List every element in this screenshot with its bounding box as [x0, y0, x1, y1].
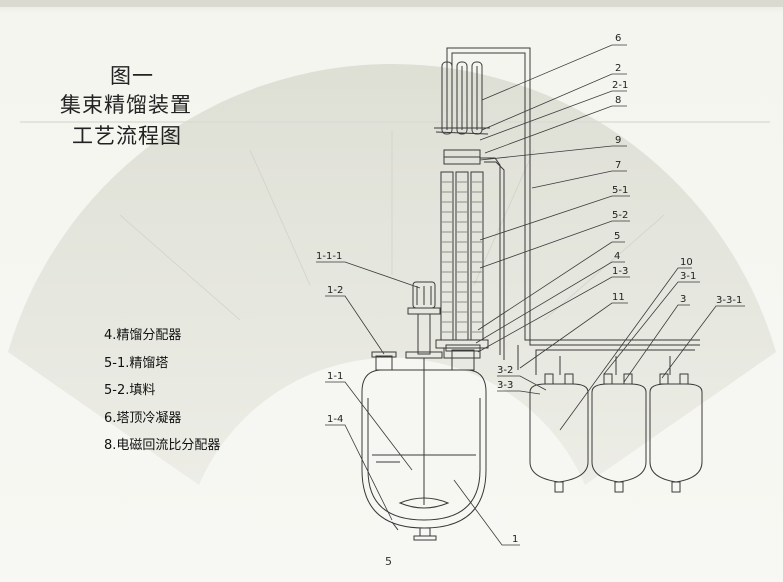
title-line-1: 图一	[110, 64, 154, 88]
callout-3-1: 3-1	[680, 271, 696, 282]
callout-9: 9	[615, 135, 621, 146]
callout-5: 5	[614, 231, 620, 242]
callout-3: 3	[680, 294, 686, 305]
header-band	[0, 0, 783, 7]
legend-item: 8.电磁回流比分配器	[104, 438, 221, 453]
title-line-2: 集束精馏装置	[60, 93, 192, 117]
callout-labels: 6 2 2-1 8 9 7 5-1 5-2 5 4 1-3 11 10 3-1 …	[316, 33, 742, 545]
title-line-3: 工艺流程图	[72, 124, 182, 148]
callout-2-1: 2-1	[612, 80, 628, 91]
column-bundle	[434, 47, 700, 360]
callout-3-3-1: 3-3-1	[716, 295, 742, 306]
legend-item: 5-1.精馏塔	[104, 355, 169, 371]
callout-1-2: 1-2	[327, 285, 343, 296]
callout-3-2: 3-2	[497, 365, 513, 376]
callout-10: 10	[680, 257, 693, 268]
callout-6: 6	[615, 33, 621, 44]
callout-1-4: 1-4	[327, 414, 343, 425]
legend-item: 4.精馏分配器	[104, 328, 182, 343]
callout-11: 11	[612, 292, 625, 303]
callout-2: 2	[615, 63, 621, 74]
legend-list: 4.精馏分配器 5-1.精馏塔 5-2.填料 6.塔顶冷凝器 8.电磁回流比分配…	[104, 326, 220, 464]
legend-item: 6.塔顶冷凝器	[104, 410, 182, 426]
callout-1-1: 1-1	[327, 371, 343, 382]
page-number: 5	[385, 555, 392, 568]
callout-8: 8	[615, 95, 621, 106]
legend-item: 5-2.填料	[104, 383, 156, 398]
callout-1-1-1: 1-1-1	[316, 251, 342, 262]
callout-4: 4	[614, 251, 620, 262]
callout-1: 1	[512, 534, 518, 545]
callout-3-3: 3-3	[497, 380, 513, 391]
reactor-vessel	[361, 281, 487, 541]
callout-7: 7	[615, 160, 621, 171]
callout-5-1: 5-1	[612, 185, 628, 196]
callout-1-3: 1-3	[612, 266, 628, 277]
leader-lines	[316, 44, 745, 546]
receiver-tanks	[517, 345, 703, 493]
callout-5-2: 5-2	[612, 210, 628, 221]
